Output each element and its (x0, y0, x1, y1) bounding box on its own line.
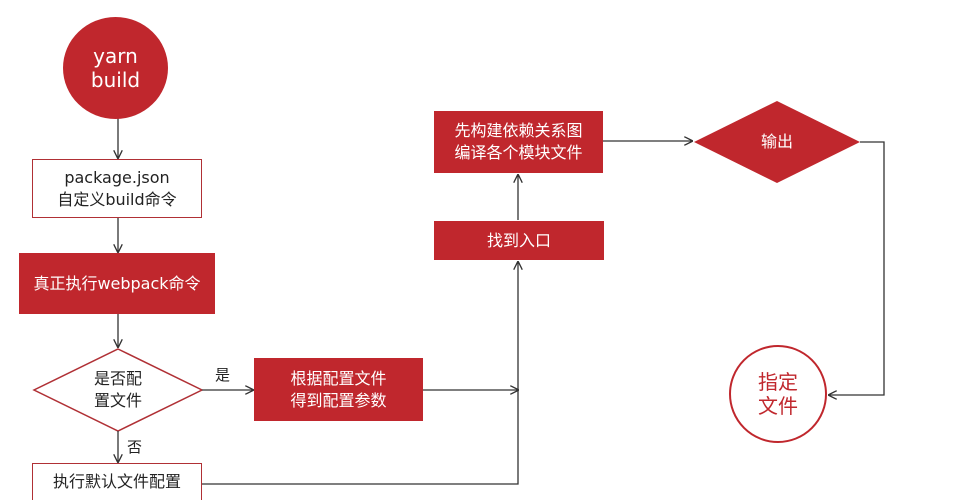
output-decision-label: 输出 (760, 132, 793, 151)
run-webpack-node: 真正执行webpack命令 (19, 253, 215, 314)
find-entry-node: 找到入口 (434, 221, 604, 260)
target-file-node: 指定 文件 (729, 345, 827, 443)
edge-output-to-file (829, 141, 885, 395)
read-config-node: 根据配置文件 得到配置参数 (254, 358, 423, 421)
default-config-node: 执行默认文件配置 (32, 463, 202, 500)
output-diamond-shape (694, 101, 860, 183)
edge-label-no: 否 (127, 438, 143, 456)
edge-default-to-entry (202, 262, 518, 485)
has-config-decision-label: 是否配 置文件 (93, 369, 142, 410)
build-dependency-graph-node: 先构建依赖关系图 编译各个模块文件 (434, 111, 603, 173)
start-node-yarn-build: yarn build (63, 17, 168, 119)
package-json-node: package.json 自定义build命令 (32, 159, 202, 218)
edge-label-yes: 是 (215, 366, 231, 384)
